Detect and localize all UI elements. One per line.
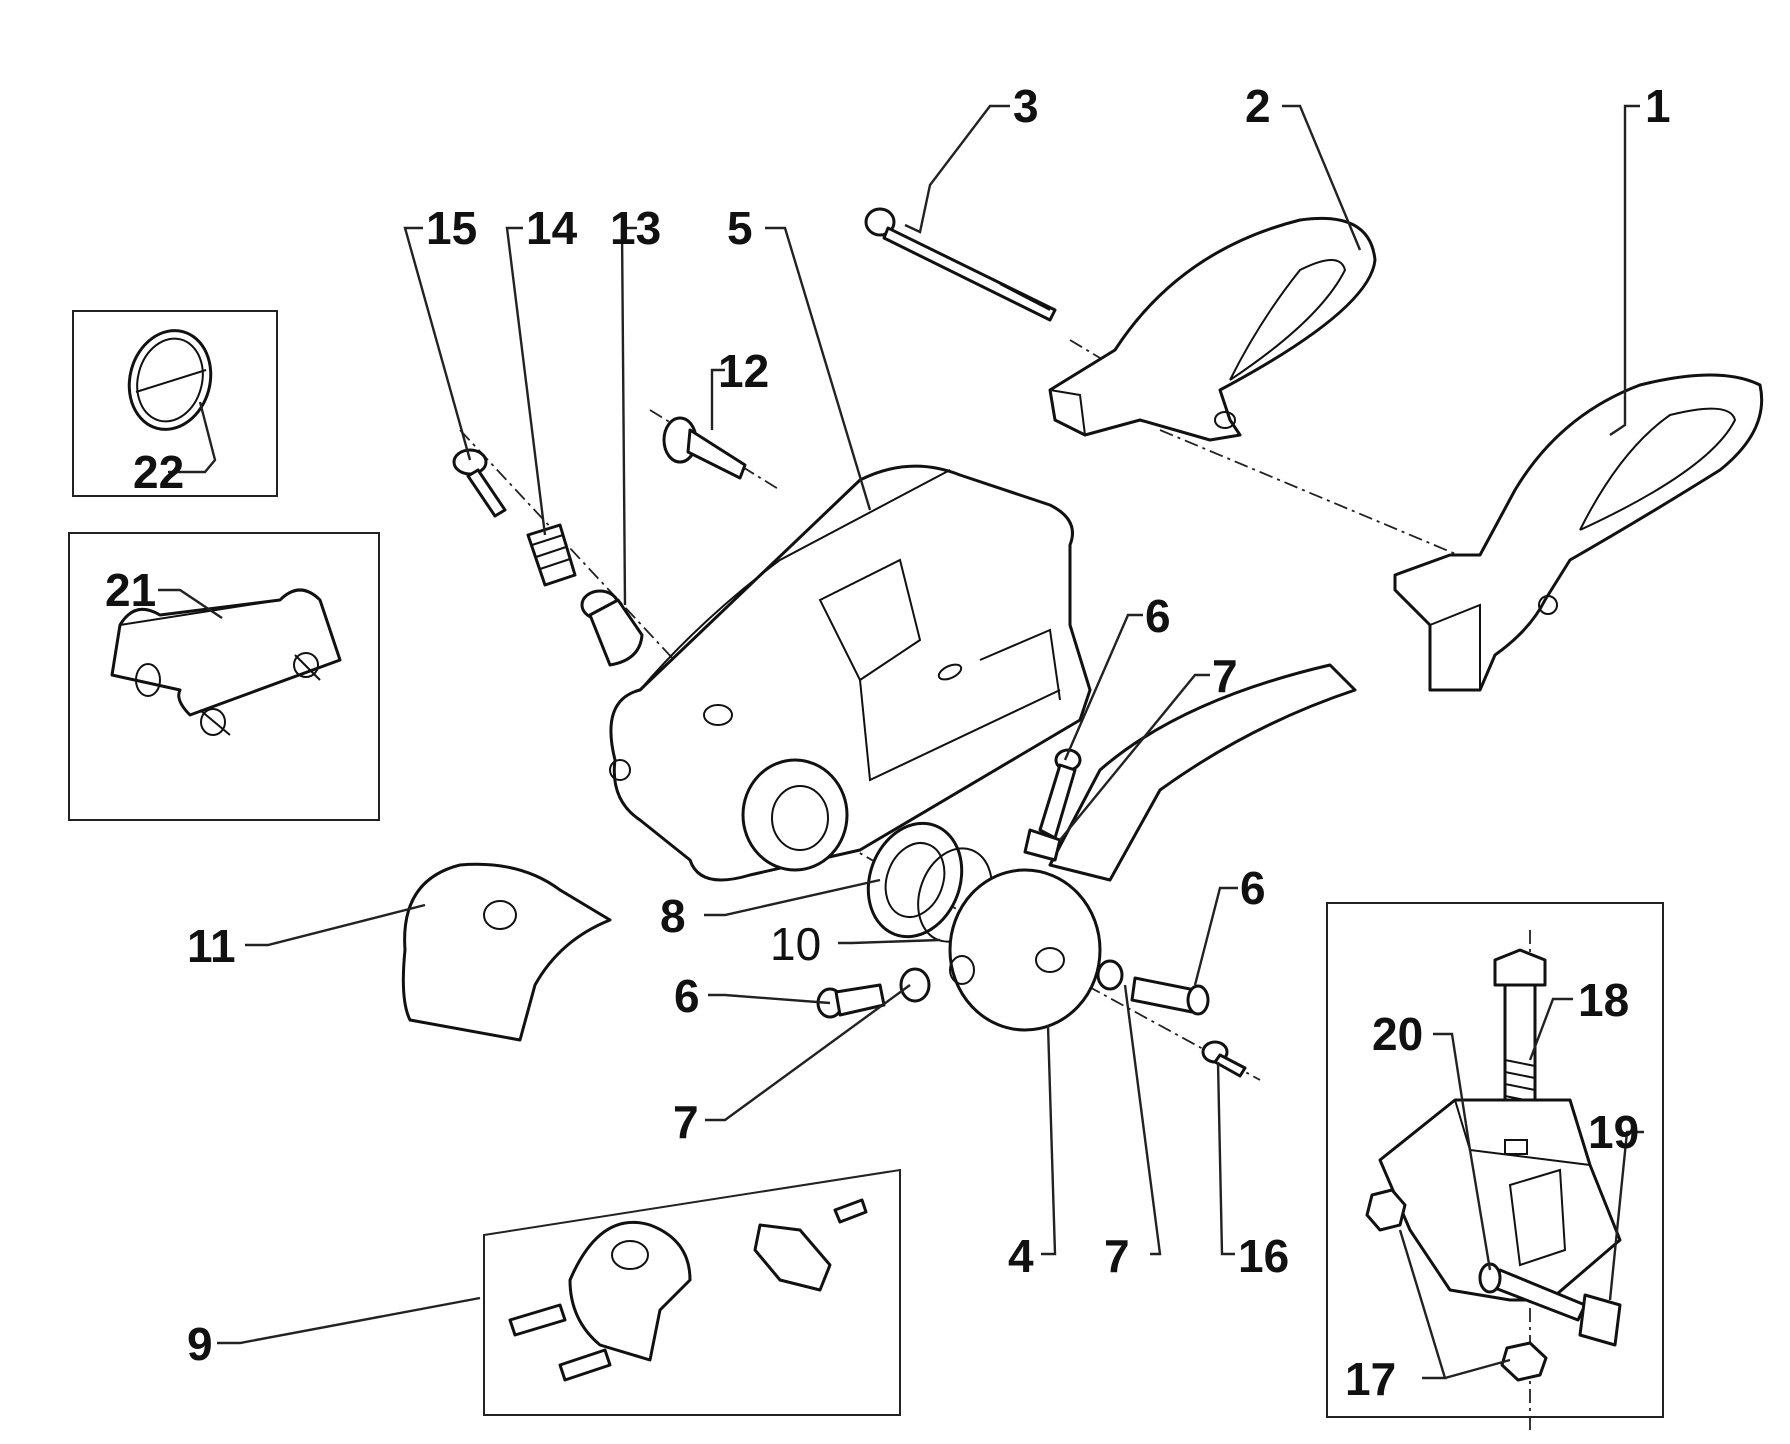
part-15-pin [452, 448, 507, 518]
inset-frame-17-20 [1326, 902, 1664, 1418]
callout-7-upper: 7 [1212, 650, 1238, 702]
callout-3: 3 [1013, 80, 1039, 132]
part-5-housing [609, 464, 1092, 882]
part-6-screw-right [1130, 976, 1210, 1016]
callout-12: 12 [718, 345, 769, 397]
callout-16: 16 [1238, 1230, 1289, 1282]
part-20-clamp-bracket [1378, 1098, 1622, 1302]
part-21-half-shell [110, 588, 342, 736]
inset-frame-9 [483, 1168, 901, 1416]
part-19-bolt [1478, 1262, 1622, 1347]
part-11-half-shell [401, 862, 612, 1042]
part-6-screw-left [816, 983, 886, 1019]
callout-labels: 1 2 3 5 13 14 15 12 22 21 6 7 6 8 10 11 … [105, 80, 1671, 1405]
callout-2: 2 [1245, 80, 1271, 132]
part-2-handle [1048, 216, 1377, 442]
part-17-nut [1365, 1188, 1548, 1382]
part-13-bushing [580, 589, 644, 667]
inset-frame-22 [72, 310, 278, 497]
part-4-cutter-body [948, 663, 1357, 1032]
part-9-jaw-set [508, 1198, 868, 1382]
callout-14: 14 [526, 202, 578, 254]
part-3-bolt [864, 207, 1057, 322]
part-18-bolt [1493, 948, 1547, 1112]
inset-frame-21 [68, 532, 380, 821]
callout-4: 4 [1008, 1230, 1034, 1282]
part-14-spring [526, 523, 577, 587]
callout-19: 19 [1588, 1106, 1639, 1158]
callout-6-upper: 6 [1145, 590, 1171, 642]
callout-18: 18 [1578, 974, 1629, 1026]
callout-11: 11 [187, 920, 236, 972]
callout-15: 15 [426, 202, 477, 254]
callout-21: 21 [105, 564, 156, 616]
callout-7-left: 7 [673, 1096, 699, 1148]
callout-6-right: 6 [1240, 862, 1266, 914]
part-22-snap-ring [127, 329, 213, 431]
callout-17: 17 [1345, 1353, 1396, 1405]
callout-10: 10 [770, 918, 821, 970]
part-8-ring [866, 821, 964, 939]
callout-9: 9 [187, 1318, 213, 1370]
callout-20: 20 [1372, 1008, 1423, 1060]
part-7-bushing-upper [1023, 828, 1062, 862]
callout-13: 13 [610, 202, 661, 254]
callout-5: 5 [727, 202, 753, 254]
callout-7-bottom: 7 [1104, 1230, 1130, 1282]
callout-22: 22 [133, 446, 184, 498]
part-16-screw [1201, 1040, 1247, 1078]
part-7-bushing-right [1096, 959, 1124, 991]
callout-1: 1 [1645, 80, 1671, 132]
part-7-bushing-left [899, 967, 931, 1003]
leader-lines [158, 104, 1644, 1380]
part-1-handle [1393, 373, 1764, 692]
part-12-pin [662, 416, 747, 480]
callout-6-left: 6 [674, 970, 700, 1022]
callout-8: 8 [660, 890, 686, 942]
